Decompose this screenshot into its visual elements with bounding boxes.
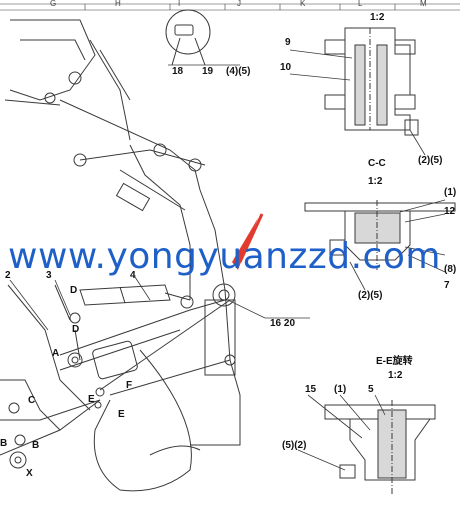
callout-12: 12 <box>444 206 456 217</box>
column-j: J <box>237 0 241 8</box>
column-m: M <box>420 0 427 8</box>
callout-b-right: B <box>32 440 40 451</box>
callout-d-upper: D <box>70 285 78 296</box>
callout-e-left: E <box>88 394 95 405</box>
section-scale-top: 1:2 <box>370 12 385 23</box>
callout-2: 2 <box>5 270 11 281</box>
callout-2-5-cc: (2)(5) <box>358 290 383 301</box>
watermark-text: www.yongyuanzzd.com <box>8 236 441 277</box>
column-i: I <box>178 0 181 8</box>
callout-c: C <box>28 395 36 406</box>
column-h: H <box>115 0 121 8</box>
column-k: K <box>300 0 306 8</box>
callout-7: 7 <box>444 280 450 291</box>
callout-18: 18 <box>172 66 184 77</box>
callout-2-5-top: (2)(5) <box>418 155 443 166</box>
callout-1-ee: (1) <box>334 384 347 395</box>
callout-x: X <box>26 468 33 479</box>
section-cc-scale: 1:2 <box>368 176 383 187</box>
callout-f: F <box>126 380 133 391</box>
callout-5-2: (5)(2) <box>282 440 307 451</box>
callout-9: 9 <box>285 37 291 48</box>
callout-5: 5 <box>368 384 374 395</box>
callout-1-cc: (1) <box>444 187 457 198</box>
callout-3: 3 <box>46 270 52 281</box>
red-arrow-icon <box>232 218 258 270</box>
column-g: G <box>50 0 57 8</box>
callout-a: A <box>52 348 60 359</box>
callout-4-5: (4)(5) <box>226 66 251 77</box>
section-ee-scale: 1:2 <box>388 370 403 381</box>
section-cc-title: C-C <box>368 158 386 169</box>
callout-b-left: B <box>0 438 8 449</box>
callout-16-20: 16 20 <box>270 318 296 329</box>
callout-8: (8) <box>444 264 457 275</box>
column-l: L <box>358 0 363 8</box>
callout-d-lower: D <box>72 324 80 335</box>
callout-4: 4 <box>130 270 136 281</box>
callout-e-right: E <box>118 409 125 420</box>
callout-15: 15 <box>305 384 317 395</box>
section-ee-title: E-E旋转 <box>376 356 413 367</box>
callout-10: 10 <box>280 62 292 73</box>
callout-19: 19 <box>202 66 214 77</box>
